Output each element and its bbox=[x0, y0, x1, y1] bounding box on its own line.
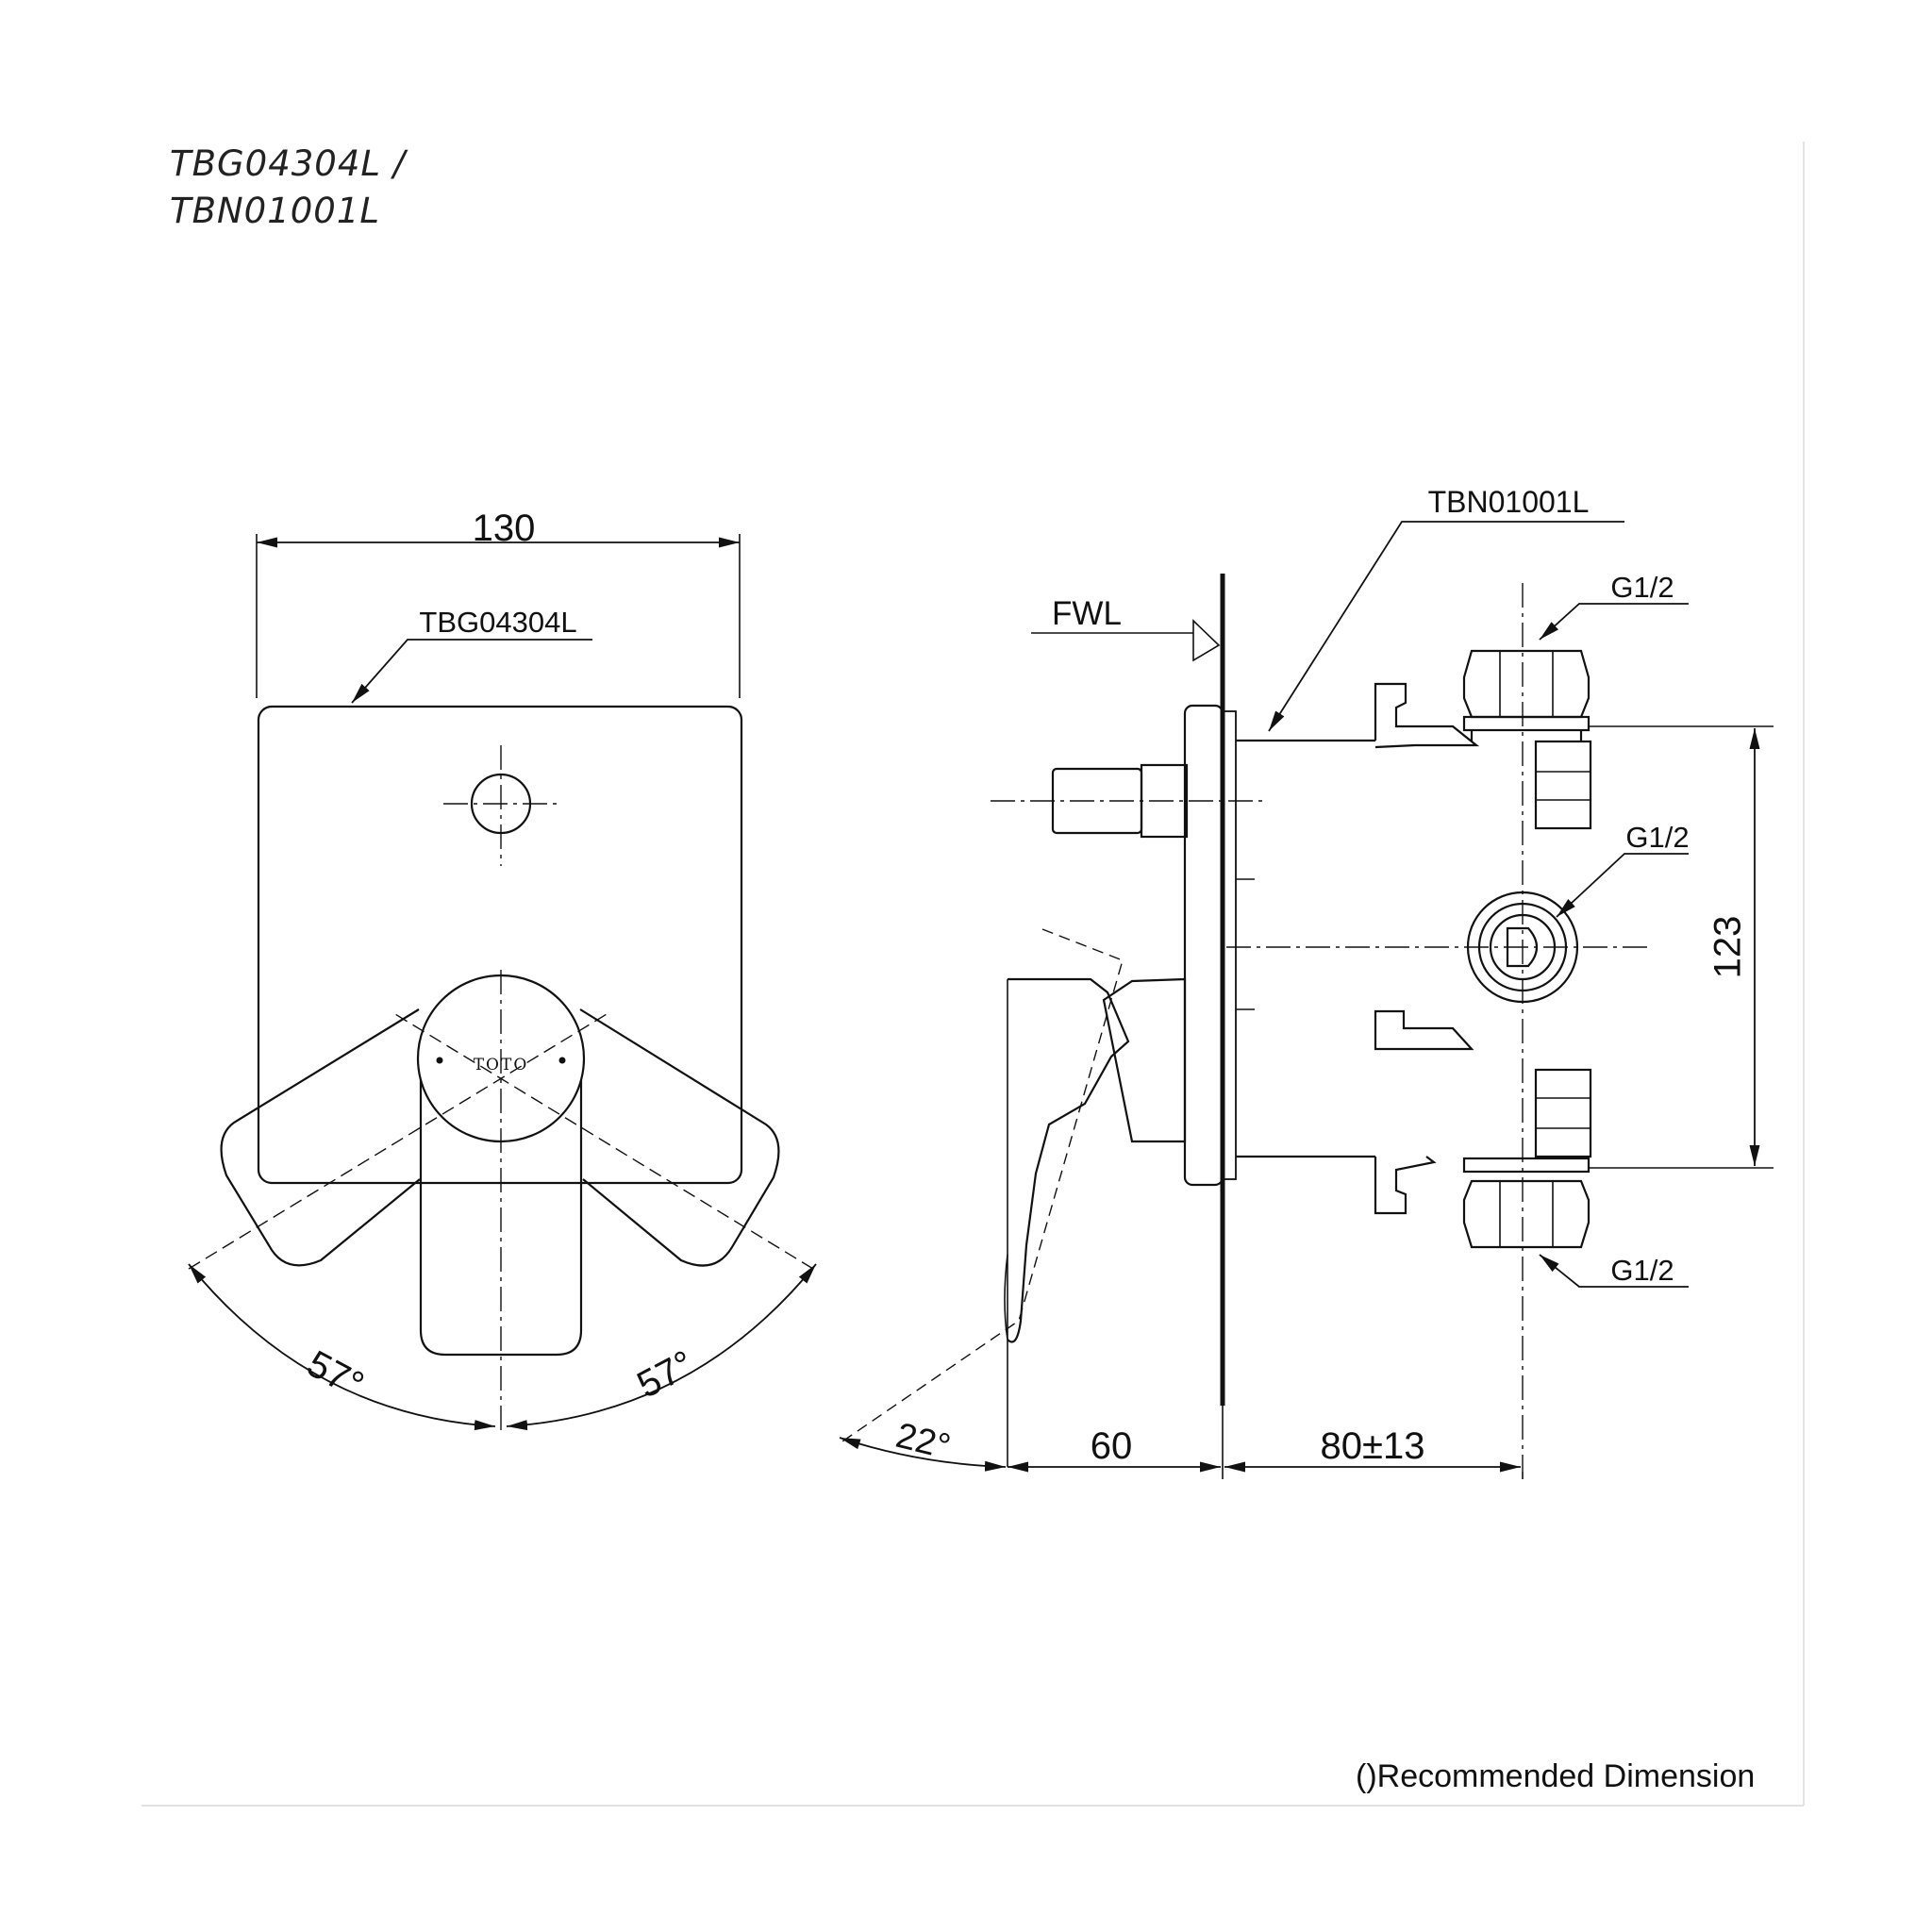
recommended-dimension-note: ()Recommended Dimension bbox=[1356, 1758, 1756, 1794]
body-leader-line bbox=[1268, 521, 1624, 732]
tilt-angle-arc bbox=[839, 1437, 1007, 1472]
fwl-marker-triangle bbox=[1192, 619, 1221, 662]
front-part-label: TBG04304L bbox=[419, 606, 576, 639]
cover-plate bbox=[257, 705, 743, 1185]
top-port-nut bbox=[1462, 649, 1591, 719]
handle-right-position bbox=[579, 1008, 780, 1267]
lever-handle-profile bbox=[1007, 977, 1130, 1343]
part-leader-line bbox=[351, 639, 592, 704]
hub-dot-left bbox=[436, 1057, 443, 1064]
angle-arc-right bbox=[506, 1263, 817, 1431]
middle-port-leader bbox=[1556, 853, 1689, 918]
width-dimension-label: 130 bbox=[473, 508, 536, 549]
lever-raised-position bbox=[839, 928, 1124, 1444]
top-port-collar bbox=[1462, 715, 1591, 732]
toto-logo: TOTO bbox=[474, 1056, 529, 1074]
swing-line-right bbox=[390, 1010, 814, 1270]
lever-tip-curve bbox=[1004, 1254, 1008, 1341]
port-middle-label: G1/2 bbox=[1625, 821, 1689, 854]
angle-arc-left bbox=[188, 1263, 496, 1431]
bottom-port-nut bbox=[1462, 1179, 1591, 1249]
port-top-label: G1/2 bbox=[1610, 571, 1674, 604]
housing-upper-block bbox=[1534, 740, 1592, 830]
handle-left-position bbox=[220, 1008, 421, 1267]
port-bottom-label: G1/2 bbox=[1610, 1254, 1674, 1287]
drawing-title-line2: TBN01001L bbox=[170, 191, 380, 231]
plate-side-profile bbox=[1183, 704, 1224, 1187]
handle-hub-side bbox=[1102, 977, 1187, 1143]
depth-front-label: 60 bbox=[1091, 1425, 1133, 1467]
fwl-label: FWL bbox=[1052, 595, 1122, 632]
bottom-port-leader bbox=[1539, 1254, 1689, 1288]
depth-back-label: 80±13 bbox=[1321, 1425, 1425, 1467]
bottom-port-collar bbox=[1462, 1157, 1591, 1174]
middle-port-insert bbox=[1506, 926, 1539, 968]
side-part-label: TBN01001L bbox=[1428, 485, 1590, 519]
side-view bbox=[839, 521, 1774, 1479]
upper-bracket bbox=[1374, 682, 1480, 749]
front-view bbox=[188, 534, 817, 1434]
angle-label-left: 57° bbox=[300, 1342, 370, 1406]
lower-bracket bbox=[1374, 1156, 1437, 1215]
drawing-title-line1: TBG04304L / bbox=[170, 143, 407, 184]
middle-bracket bbox=[1374, 1009, 1474, 1051]
hub-dot-right bbox=[558, 1057, 566, 1064]
wall-flange bbox=[1222, 710, 1237, 1180]
housing-lower-block bbox=[1534, 1068, 1592, 1158]
height-dimension-label: 123 bbox=[1707, 916, 1749, 979]
top-port-leader bbox=[1539, 603, 1689, 641]
swing-line-left bbox=[188, 1010, 612, 1270]
tilt-angle-label: 22° bbox=[892, 1416, 955, 1468]
